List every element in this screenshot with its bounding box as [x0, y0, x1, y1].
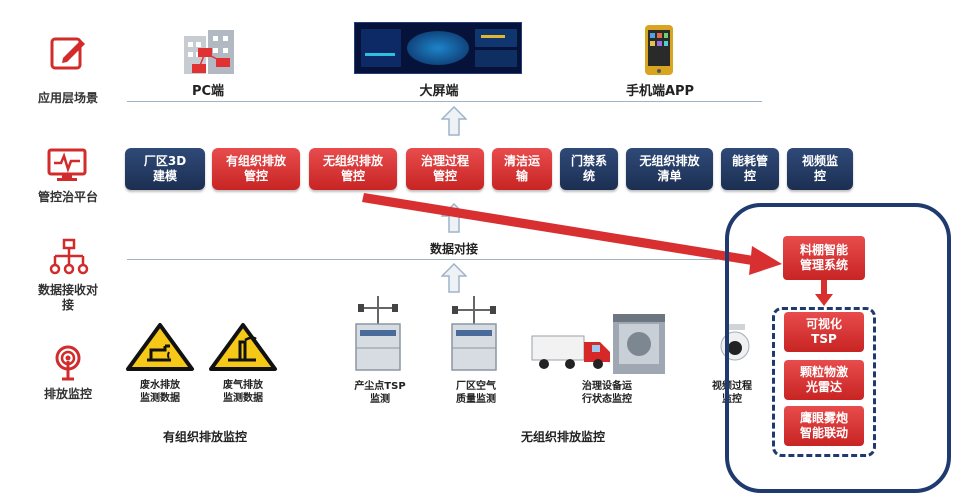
panel-subsystem-box[interactable]: 颗粒物激 光雷达 — [784, 360, 864, 400]
bigscreen-label: 大屏端 — [419, 84, 459, 99]
data-divider — [127, 259, 717, 260]
wastewater-warning-icon — [126, 323, 194, 371]
dust-station-icon — [355, 296, 401, 371]
broadcast-icon — [55, 345, 81, 381]
dust-tsp-caption: 产尘点TSP 监测 — [354, 381, 406, 405]
mobile-phone-icon — [645, 25, 673, 75]
panel-subsystem-box[interactable]: 鹰眼雾炮 智能联动 — [784, 406, 864, 446]
monitor-pulse-icon — [47, 148, 87, 181]
edit-icon — [50, 37, 85, 70]
platform-box[interactable]: 门禁系 统 — [560, 148, 618, 190]
platform-box[interactable]: 治理过程 管控 — [406, 148, 484, 190]
layer-label-data: 数据接收对 接 — [37, 283, 98, 312]
data-dock-label: 数据对接 — [429, 242, 478, 256]
unorganized-group-label: 无组织排放监控 — [520, 430, 605, 444]
panel-subsystems-frame — [772, 307, 876, 457]
panel-subsystem-box[interactable]: 可视化 TSP — [784, 312, 864, 352]
truck-icon — [531, 335, 610, 369]
wastewater-caption: 废水排放 监测数据 — [140, 380, 180, 404]
platform-box[interactable]: 清洁运 输 — [492, 148, 552, 190]
stockyard-panel — [725, 203, 951, 493]
hierarchy-icon — [49, 238, 89, 275]
layer-label-app: 应用层场景 — [37, 91, 98, 105]
treatment-caption: 治理设备运 行状态监控 — [582, 381, 632, 405]
layer-label-platform: 管控治平台 — [37, 190, 98, 204]
platform-box[interactable]: 无组织排放 清单 — [626, 148, 713, 190]
organized-group-label: 有组织排放监控 — [162, 430, 247, 444]
platform-box[interactable]: 能耗管 控 — [721, 148, 779, 190]
down-arrow-icon — [815, 280, 833, 306]
platform-box[interactable]: 有组织排放 管控 — [212, 148, 300, 190]
video-caption: 视频过程 监控 — [712, 381, 752, 405]
exhaust-caption: 废气排放 监测数据 — [223, 380, 263, 404]
up-arrow-icon — [441, 106, 467, 136]
air-quality-caption: 厂区空气 质量监测 — [456, 381, 496, 405]
layer-label-monitor: 排放监控 — [43, 387, 92, 401]
platform-box[interactable]: 无组织排放 管控 — [309, 148, 397, 190]
treatment-equipment-photo — [613, 314, 665, 374]
air-station-icon — [451, 296, 497, 371]
top-divider — [127, 101, 762, 102]
stockyard-system-box[interactable]: 料棚智能 管理系统 — [783, 236, 865, 280]
up-arrow-icon — [441, 263, 467, 293]
platform-box[interactable]: 厂区3D 建模 — [125, 148, 205, 190]
mobile-label: 手机端APP — [625, 84, 695, 99]
building-network-icon — [184, 30, 234, 74]
bigscreen-dashboard — [354, 22, 522, 74]
platform-box[interactable]: 视频监 控 — [787, 148, 853, 190]
pc-label: PC端 — [191, 84, 225, 99]
exhaust-warning-icon — [209, 323, 277, 371]
